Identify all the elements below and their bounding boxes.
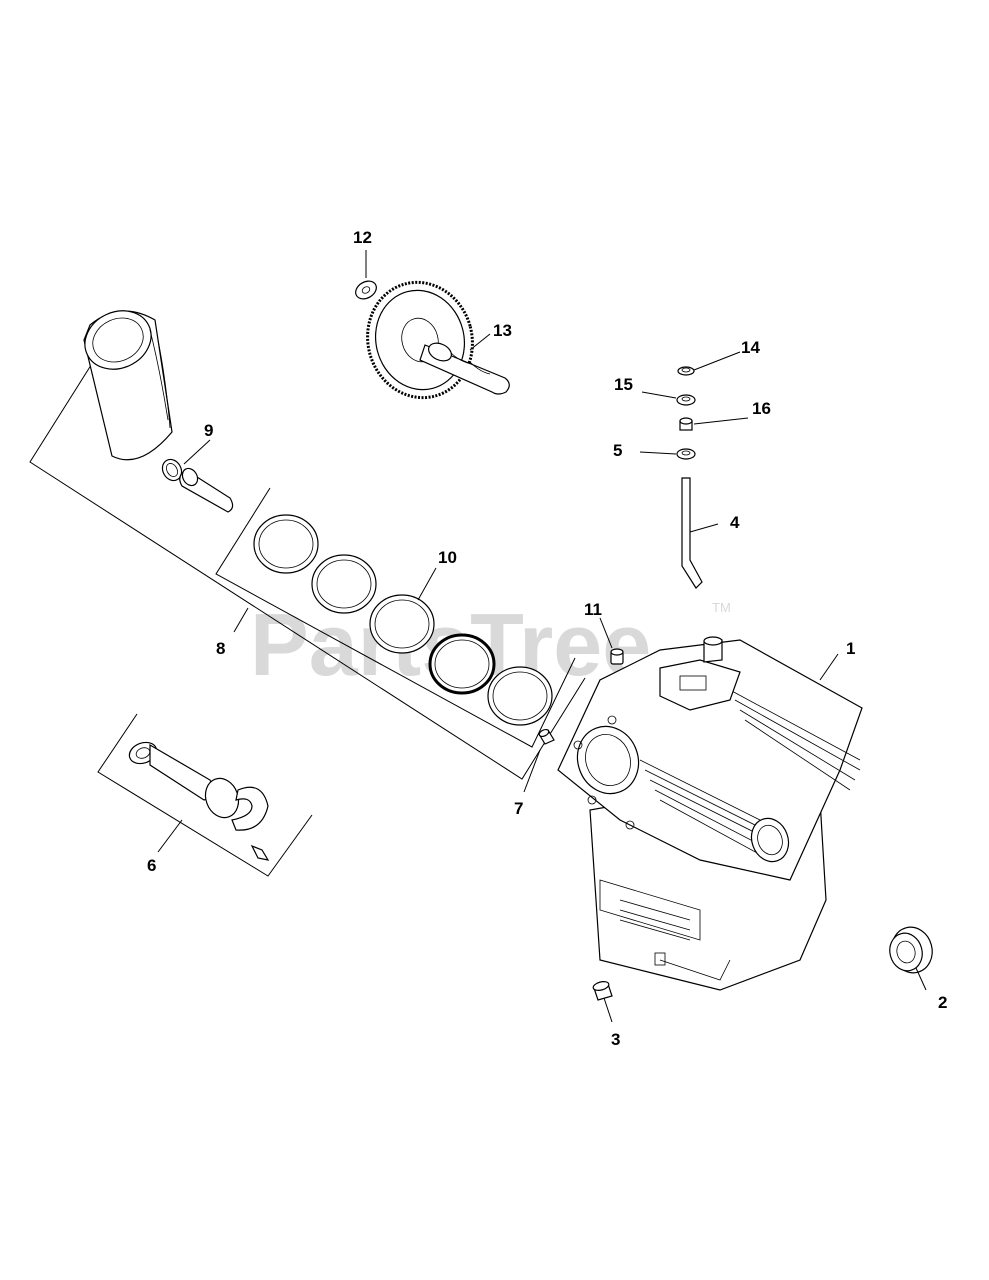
callout-10[interactable]: 10 <box>438 548 457 567</box>
part-piston-pin[interactable] <box>179 466 234 513</box>
conrod-frame <box>97 713 313 877</box>
callout-7[interactable]: 7 <box>514 799 523 818</box>
callout-16[interactable]: 16 <box>752 399 771 418</box>
callout-15[interactable]: 15 <box>614 375 633 394</box>
part-4-rod[interactable] <box>681 477 703 589</box>
callout-3[interactable]: 3 <box>611 1030 620 1049</box>
piston-kit-frame <box>29 361 586 780</box>
part-piston[interactable] <box>75 300 173 461</box>
part-2-oil-seal[interactable] <box>886 923 938 978</box>
part-15-washer[interactable] <box>676 394 696 406</box>
callout-5[interactable]: 5 <box>613 441 622 460</box>
callout-13[interactable]: 13 <box>493 321 512 340</box>
callout-8[interactable]: 8 <box>216 639 225 658</box>
callout-4[interactable]: 4 <box>730 513 740 532</box>
part-9-snap-ring[interactable] <box>159 456 186 484</box>
part-5-washer[interactable] <box>676 448 696 460</box>
callout-1[interactable]: 1 <box>846 639 855 658</box>
part-16-bushing[interactable] <box>679 417 693 431</box>
callout-2[interactable]: 2 <box>938 993 947 1012</box>
part-11-dowel[interactable] <box>610 648 624 665</box>
part-13-camshaft[interactable] <box>355 271 510 410</box>
part-12-washer[interactable] <box>352 278 379 303</box>
watermark-trademark: TM <box>712 600 731 615</box>
part-7-dowel[interactable] <box>538 728 555 745</box>
callout-12[interactable]: 12 <box>353 228 372 247</box>
leader-lines <box>157 250 927 1023</box>
ring-set-frame <box>215 487 576 748</box>
part-3-plug[interactable] <box>592 980 613 1001</box>
callouts: 1 2 3 4 5 6 7 8 9 10 11 12 13 14 15 16 <box>147 228 947 1049</box>
part-14-ring[interactable] <box>677 366 695 376</box>
callout-14[interactable]: 14 <box>741 338 760 357</box>
callout-9[interactable]: 9 <box>204 421 213 440</box>
part-10-piston-rings[interactable] <box>253 514 553 726</box>
callout-11[interactable]: 11 <box>584 600 602 619</box>
part-1-crankcase[interactable] <box>557 636 863 991</box>
part-6-connecting-rod[interactable] <box>126 739 270 861</box>
callout-6[interactable]: 6 <box>147 856 156 875</box>
